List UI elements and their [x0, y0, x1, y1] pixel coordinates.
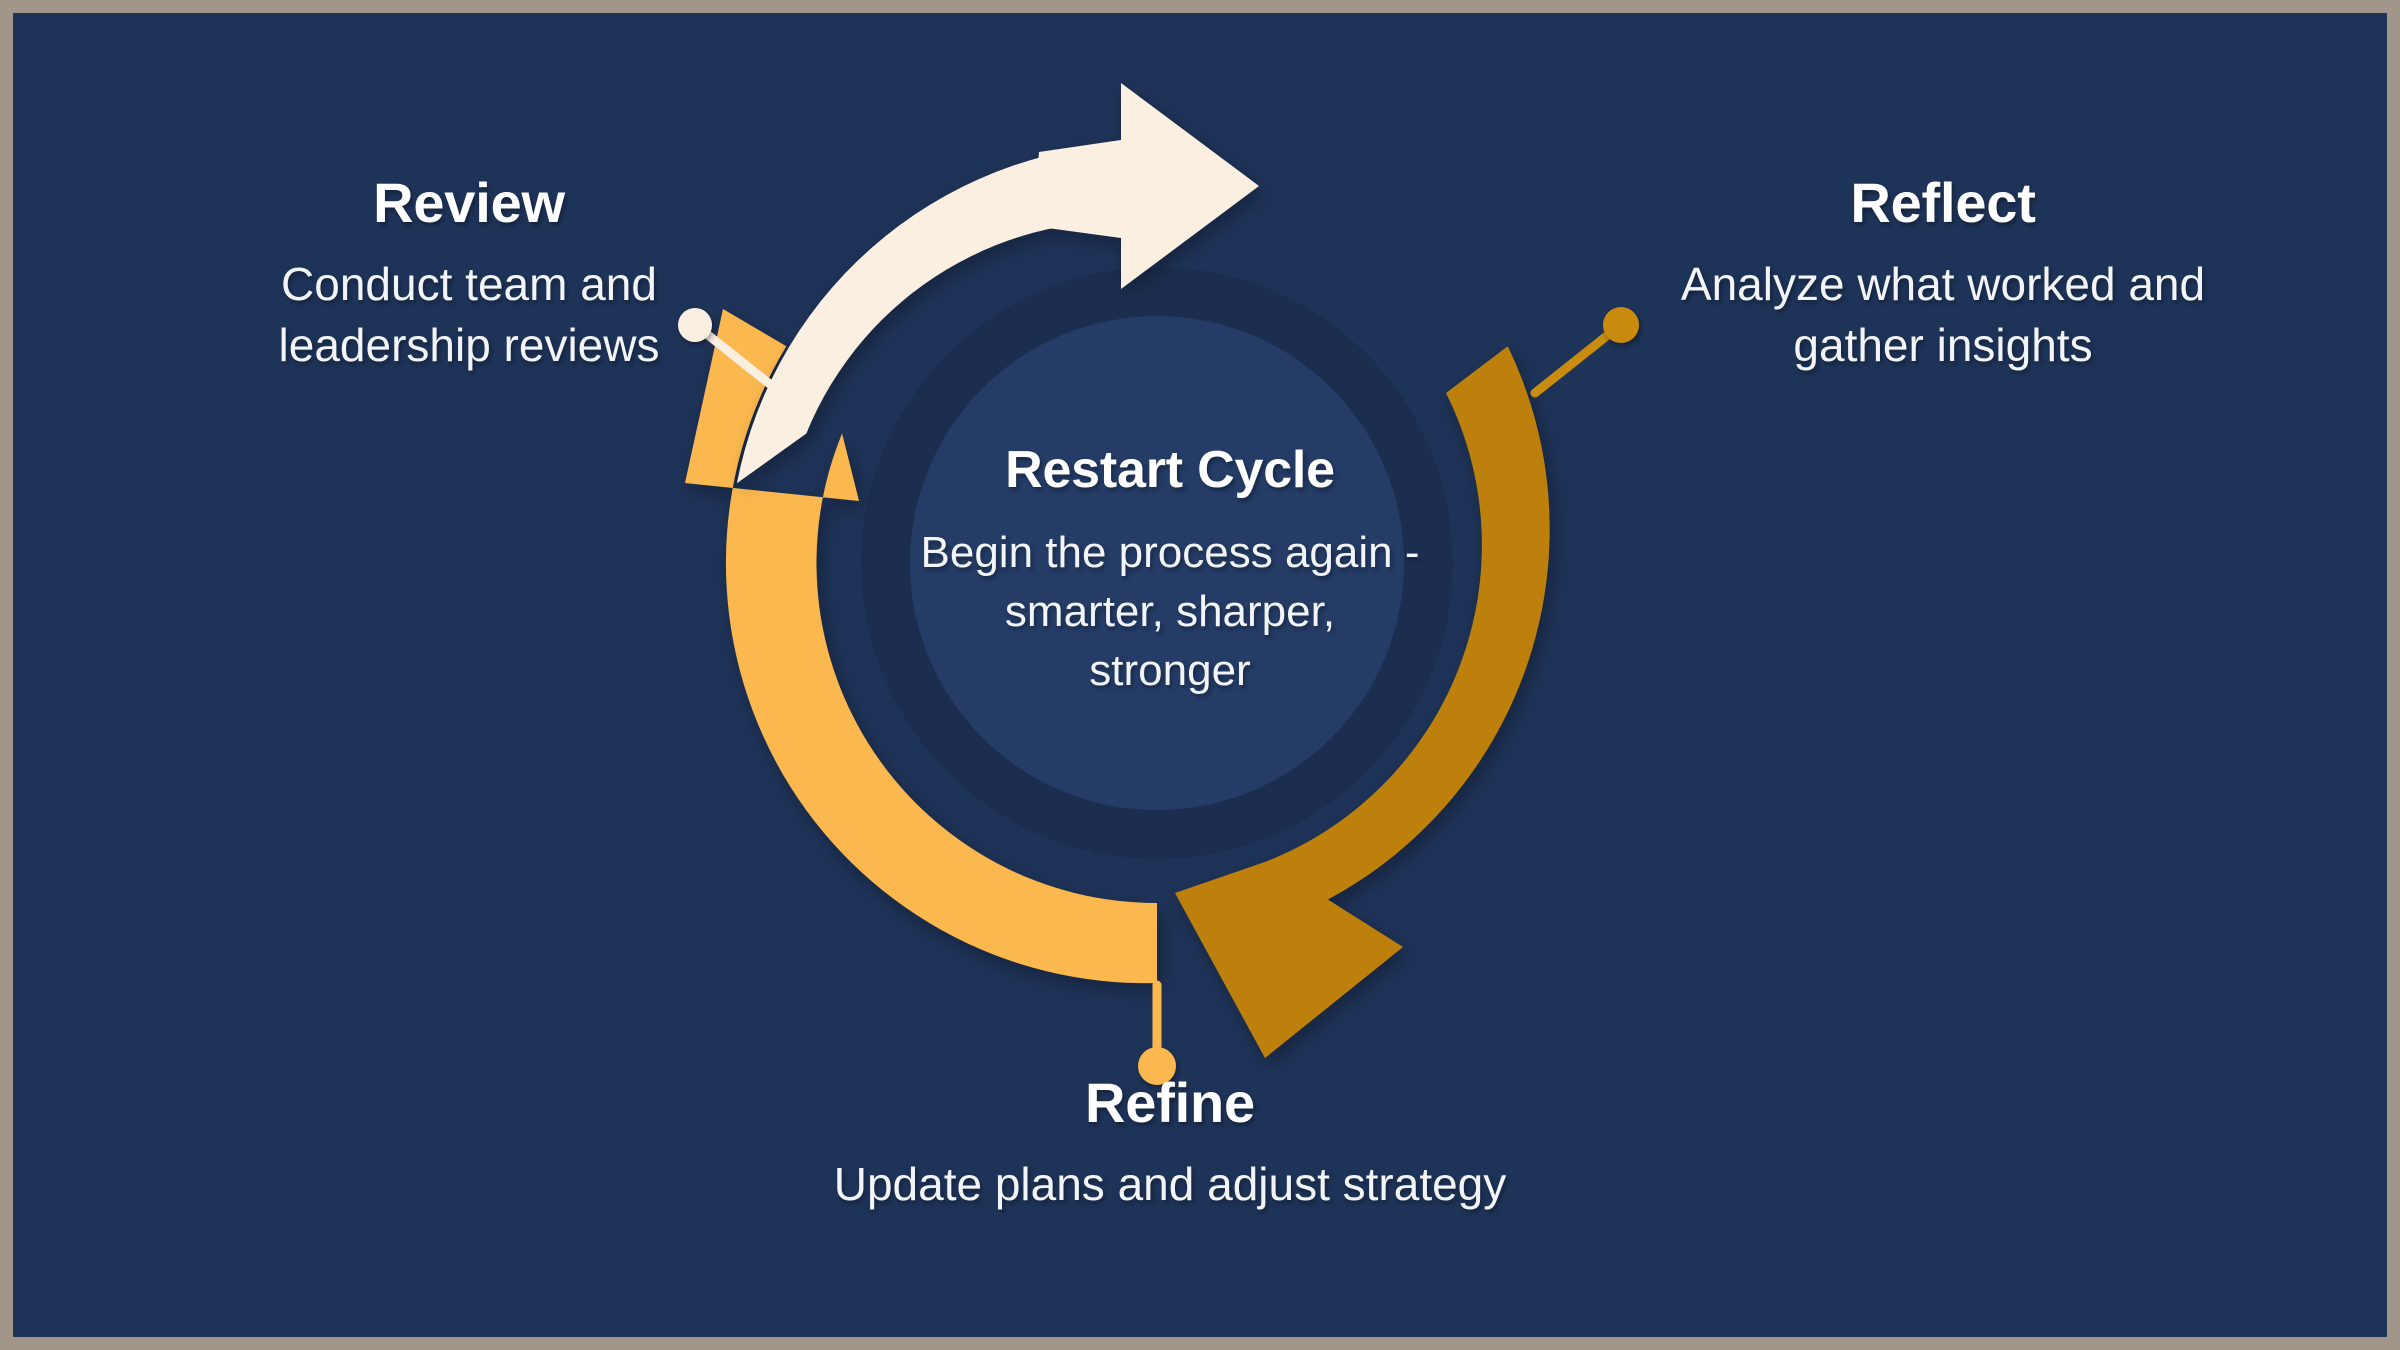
segment-label-refine[interactable]: Refine Update plans and adjust strategy: [670, 1073, 1670, 1215]
segment-label-review[interactable]: Review Conduct team and leadership revie…: [219, 173, 719, 376]
segment-description-reflect: Analyze what worked and gather insights: [1680, 258, 2206, 372]
segment-label-reflect[interactable]: Reflect Analyze what worked and gather i…: [1673, 173, 2213, 376]
segment-arc-review[interactable]: [736, 83, 1259, 484]
connector-review: [678, 308, 786, 398]
inner-disc: [910, 316, 1404, 810]
connector-refine: [1138, 980, 1176, 1085]
segment-description-refine: Update plans and adjust strategy: [833, 1158, 1507, 1211]
segment-title-refine: Refine: [1085, 1071, 1255, 1134]
connector-reflect: [1530, 307, 1639, 398]
center-label[interactable]: Restart Cycle Begin the process again - …: [920, 441, 1420, 701]
segment-title-reflect: Reflect: [1850, 171, 2036, 234]
segment-description-review: Conduct team and leadership reviews: [278, 258, 660, 372]
segment-arc-reflect[interactable]: [1175, 346, 1550, 1058]
cycle-diagram-svg: [678, 83, 1639, 1085]
segment-arc-refine[interactable]: [685, 309, 1157, 984]
segment-title-review: Review: [373, 171, 565, 234]
center-description: Begin the process again - smarter, sharp…: [920, 528, 1420, 696]
center-title: Restart Cycle: [1005, 441, 1335, 499]
